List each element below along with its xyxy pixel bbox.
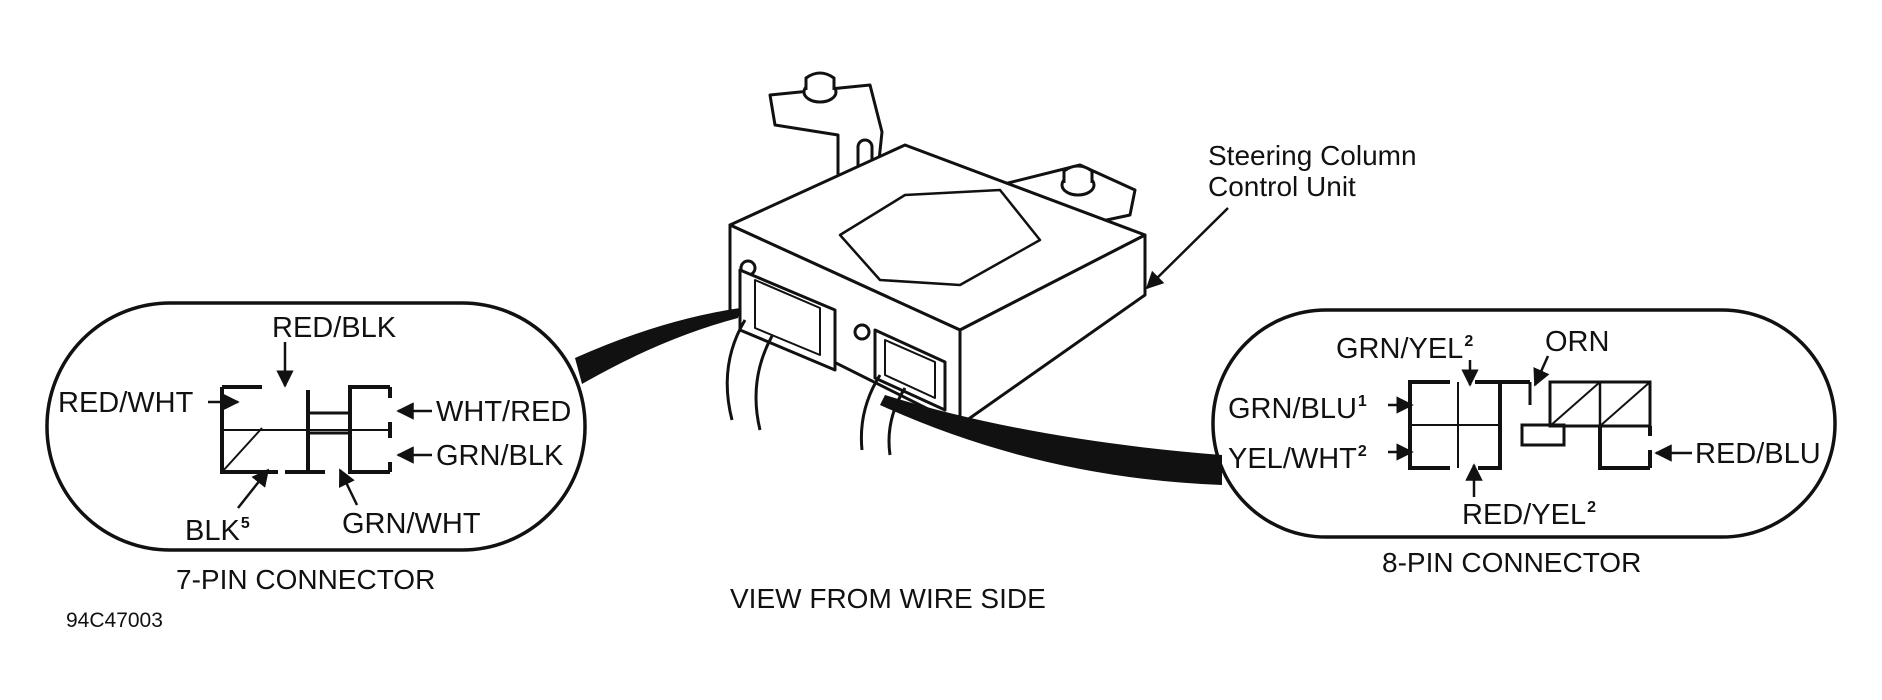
wire-label-grn-yel: GRN/YEL2 [1336,333,1474,365]
unit-label-line1: Steering Column [1208,140,1417,171]
callout-wedge-8pin [880,395,1222,485]
connector8-face [1408,380,1652,470]
note-ref-5: 5 [240,515,250,532]
connector8-caption: 8-PIN CONNECTOR [1382,547,1642,578]
wire-label-grn-blk: GRN/BLK [436,440,564,472]
wire-label-grn-wht: GRN/WHT [342,508,481,540]
figure-code: 94C47003 [66,609,163,632]
wire-label-orn: ORN [1545,326,1610,358]
wire-label-blk: BLK5 [185,515,250,547]
wire-label-yel-wht: YEL/WHT2 [1228,443,1367,475]
control-unit-drawing [725,71,1147,456]
wire-label-wht-red: WHT/RED [436,396,572,428]
unit-label-line2: Control Unit [1208,171,1356,202]
connector8-outline [1211,308,1837,539]
connector7-caption: 7-PIN CONNECTOR [176,564,436,595]
wire-label-red-blu: RED/BLU [1695,438,1821,470]
note-ref-2: 2 [1587,499,1597,516]
wire-label-red-yel: RED/YEL2 [1462,499,1597,531]
wire-label-red-blk: RED/BLK [272,312,397,344]
unit-leader-arrow [1145,207,1229,290]
callout-wedge-7pin [575,308,740,384]
note-ref-2: 2 [1357,443,1367,460]
wire-label-grn-blu: GRN/BLU1 [1228,393,1367,425]
connector7-outline [45,301,587,552]
wire-label-red-wht: RED/WHT [58,387,194,419]
connector7-arrows [208,342,432,509]
connector8-arrows [1388,355,1692,497]
note-ref-2: 2 [1464,333,1474,350]
view-caption: VIEW FROM WIRE SIDE [730,583,1046,614]
connector7-face [220,385,392,474]
note-ref-1: 1 [1357,393,1367,410]
